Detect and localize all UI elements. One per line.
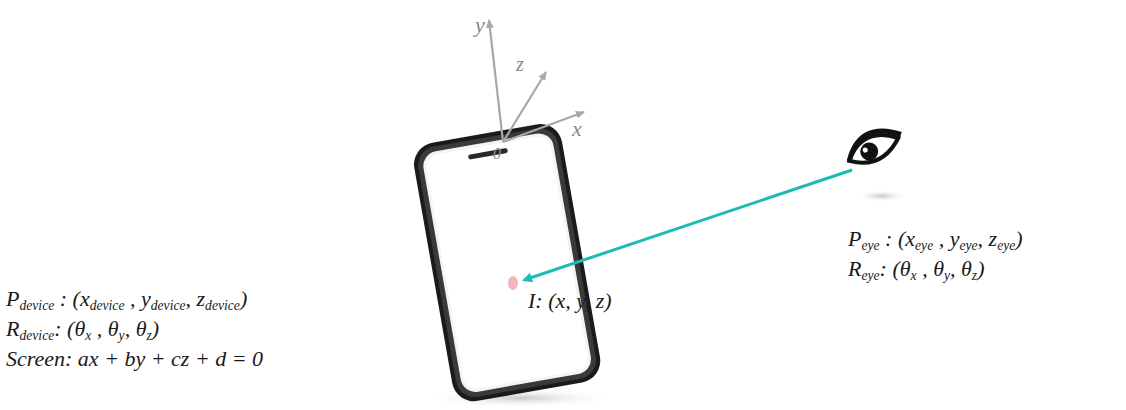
subscript: device [151,298,186,313]
subscript: device [90,298,125,313]
intersection-label: I: (x, y, z) [528,288,612,314]
subscript: z [972,268,977,283]
subscript: x [85,328,91,343]
eye-rotation: Reye: (θx , θy, θz) [848,256,984,284]
subscript: eye [861,238,879,253]
eye-shadow [856,190,908,202]
label-text: , y [933,226,959,251]
subscript: eye [997,238,1015,253]
label-text: : (θ [54,316,85,341]
label-text: : (θ [880,256,911,281]
eye-position: Peye : (xeye , yeye, zeye) [848,226,1023,254]
device-position: Pdevice : (xdevice , ydevice, zdevice) [6,286,247,314]
label-text: P [848,226,861,251]
label-text: x [572,116,582,141]
label-text: ) [1015,226,1022,251]
subscript: x [911,268,917,283]
subscript: device [205,298,240,313]
label-text: 0 [493,145,501,162]
label-text: ) [977,256,984,281]
intersection-point [508,276,518,290]
coordinate-axes [489,20,584,142]
label-text: , θ [91,316,118,341]
screen-plane: Screen: ax + by + cz + d = 0 [6,346,263,372]
label-text: z [516,53,524,75]
axis-label: x [572,116,582,142]
label-text: ) [240,286,247,311]
label-text: R [6,316,19,341]
label-text: , y [124,286,150,311]
label-text: , θ [950,256,972,281]
label-text: : (x [880,226,915,251]
subscript: z [146,328,151,343]
origin-label: 0 [493,144,501,163]
label-text: ) [152,316,159,341]
subscript: device [19,328,54,343]
eye [842,121,906,170]
label-text: P [6,286,19,311]
label-text: Screen: ax + by + cz + d = 0 [6,346,263,371]
subscript: eye [915,238,933,253]
axis-label: z [516,52,524,76]
gaze-ray [524,170,852,280]
device-rotation: Rdevice: (θx , θy, θz) [6,316,159,344]
label-text: , z [186,286,206,311]
label-text: R [848,256,861,281]
label-text: , θ [125,316,147,341]
label-text: : (x [54,286,89,311]
label-text: y [475,12,485,37]
label-text: , z [978,226,998,251]
subscript: y [119,328,125,343]
subscript: device [19,298,54,313]
subscript: eye [861,268,879,283]
label-text: I: (x, y, z) [528,288,612,313]
axis-label: y [475,12,485,38]
subscript: y [944,268,950,283]
subscript: eye [959,238,977,253]
label-text: , θ [917,256,944,281]
